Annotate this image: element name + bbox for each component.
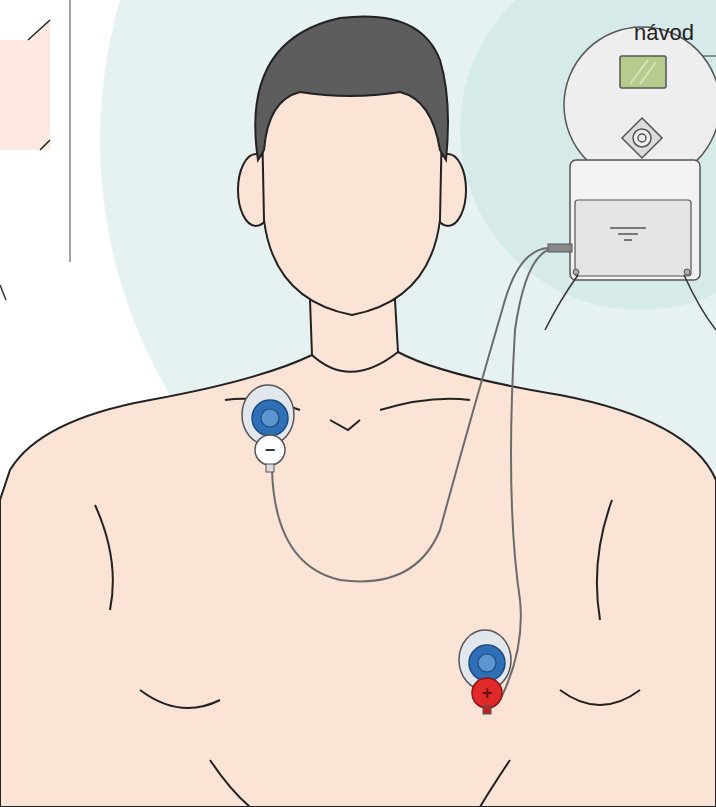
neck-line — [312, 352, 398, 372]
heading-label: návod — [634, 22, 694, 44]
divider-line — [70, 0, 71, 262]
hair — [255, 16, 448, 160]
torso — [0, 300, 716, 807]
electrode-positive — [459, 630, 511, 714]
polarity-sign: + — [482, 684, 493, 702]
holter-device — [545, 27, 716, 330]
panel-edge — [28, 20, 50, 150]
polarity-sign: − — [265, 441, 276, 459]
background-circle-inner — [460, 0, 716, 310]
electrode-negative — [242, 385, 294, 472]
body-contours — [95, 399, 640, 807]
electrode-wires — [272, 248, 548, 700]
panel-fragment — [0, 20, 50, 150]
